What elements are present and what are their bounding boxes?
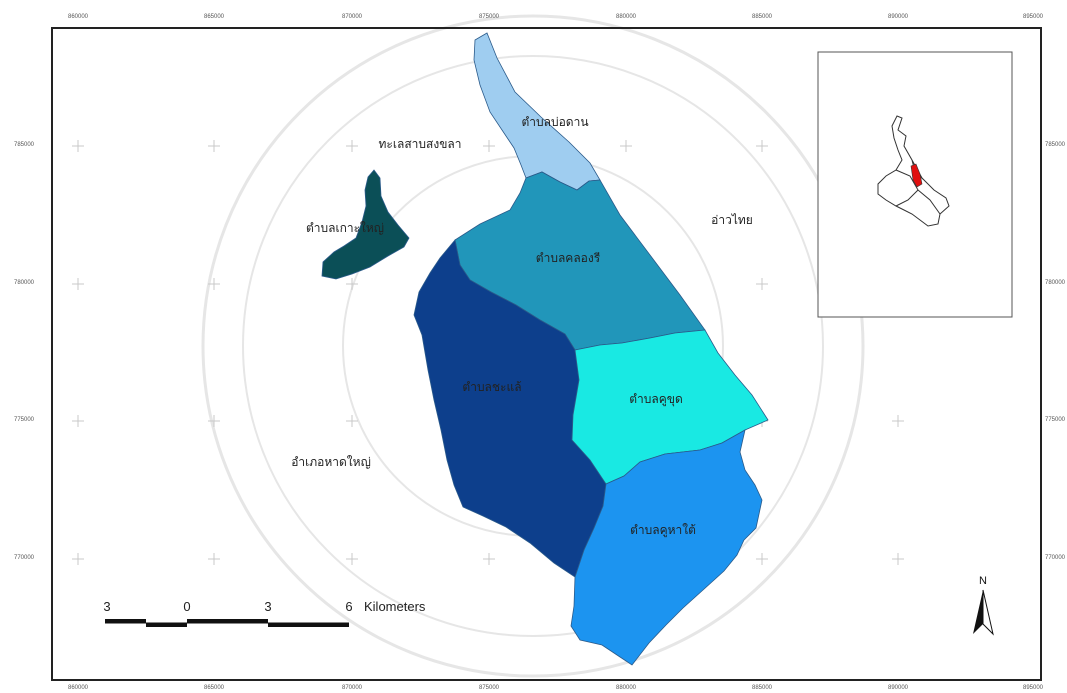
grid-x-label-bottom: 875000 [479,685,500,691]
district-labels: ตำบลบ่อดาน ตำบลเกาะใหญ่ ตำบลคลองรี ตำบลช… [306,115,696,538]
north-arrow-icon-outline [982,589,994,636]
scale-segment [187,619,268,623]
scale-segment [268,623,349,627]
grid-x-label-bottom: 895000 [1023,685,1044,691]
grid-labels-bottom: 860000 865000 870000 875000 880000 88500… [68,685,1044,691]
scale-segment [105,619,146,623]
scale-bar: 3 0 3 6 Kilometers [103,599,426,627]
grid-x-label-bottom: 885000 [752,685,773,691]
district-label-chalae: ตำบลชะแล้ [462,380,521,394]
grid-x-label-top: 895000 [1023,14,1044,20]
district-label-khu-khut: ตำบลคูขุด [629,392,683,407]
district-ko-yai [321,169,410,280]
grid-y-label-right: 780000 [1045,280,1066,286]
grid-y-label-left: 785000 [14,142,35,148]
grid-x-label-top: 875000 [479,14,500,20]
grid-x-label-bottom: 865000 [204,685,225,691]
label-gulf-of-thailand: อ่าวไทย [711,213,753,227]
grid-x-label-top: 890000 [888,14,909,20]
grid-x-label-top: 885000 [752,14,773,20]
district-polygons [321,32,769,666]
grid-x-label-top: 865000 [204,14,225,20]
scale-unit-label: Kilometers [364,599,426,614]
grid-y-label-left: 770000 [14,555,35,561]
grid-x-label-top: 860000 [68,14,89,20]
grid-labels-top: 860000 865000 870000 875000 880000 88500… [68,14,1044,20]
north-arrow-icon [973,590,983,634]
grid-y-label-right: 785000 [1045,142,1066,148]
scale-tick-label: 3 [264,599,271,614]
grid-y-label-left: 780000 [14,280,35,286]
north-arrow: N [973,575,994,636]
place-labels: ทะเลสาบสงขลา อ่าวไทย อำเภอหาดใหญ่ [291,137,753,469]
grid-x-label-bottom: 890000 [888,685,909,691]
grid-x-label-bottom: 860000 [68,685,89,691]
inset-map [817,51,1013,318]
inset-province-outline [877,115,950,227]
map-frame [51,27,1042,681]
grid-x-label-top: 880000 [616,14,637,20]
grid-labels-right: 785000 780000 775000 770000 [1045,142,1066,561]
scale-tick-label: 0 [183,599,190,614]
grid-x-label-bottom: 870000 [342,685,363,691]
grid-x-label-bottom: 880000 [616,685,637,691]
district-label-khlong-ri: ตำบลคลองรี [536,251,601,265]
district-khu-ha-tai [570,429,763,666]
scale-tick-label: 6 [345,599,352,614]
grid-labels-left: 785000 780000 775000 770000 [14,142,35,561]
grid-y-label-right: 775000 [1045,417,1066,423]
scale-tick-label: 3 [103,599,110,614]
inset-highlight-area [910,163,923,188]
label-songkhla-lake: ทะเลสาบสงขลา [379,137,462,151]
district-label-khu-ha-tai: ตำบลคูหาใต้ [630,523,696,538]
grid-x-label-top: 870000 [342,14,363,20]
district-label-bo-dan: ตำบลบ่อดาน [521,115,588,129]
label-hat-yai-district: อำเภอหาดใหญ่ [291,455,371,469]
grid-y-label-right: 770000 [1045,555,1066,561]
grid-y-label-left: 775000 [14,417,35,423]
north-label: N [979,575,987,587]
district-label-ko-yai: ตำบลเกาะใหญ่ [306,221,384,235]
scale-segment [146,623,187,627]
